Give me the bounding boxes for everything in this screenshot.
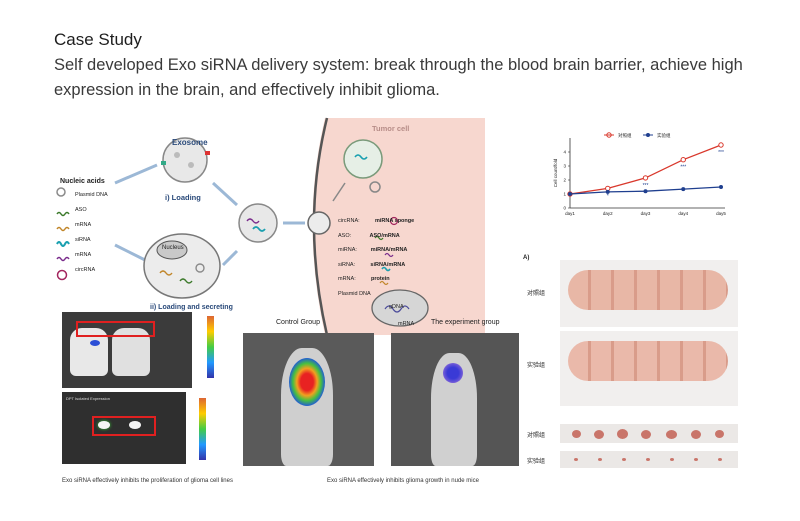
highlight-box: [76, 321, 155, 337]
legend-sirna: [56, 241, 70, 247]
color-scale-bottom: [199, 398, 206, 460]
legend-label: mRNA: [75, 252, 92, 258]
y-tick-label: 1: [563, 192, 566, 197]
legend-label: circRNA: [75, 267, 96, 273]
experiment-group-label: The experiment group: [431, 319, 500, 326]
legend-label: siRNA: [75, 237, 91, 243]
control-group-label: Control Group: [276, 319, 320, 326]
legend-label: ASO: [75, 207, 87, 213]
y-tick-label: 2: [563, 178, 566, 183]
mechanism-item: miRNA: miRNA/mRNA: [338, 247, 408, 253]
nucleus-label: Nucleus: [162, 245, 184, 251]
legend-label: 实验组: [657, 132, 671, 139]
signal-spot: [90, 340, 100, 346]
x-tick-label: day5: [716, 211, 726, 216]
legend-label: mRNA: [75, 222, 92, 228]
experiment-tumor-photo: [560, 451, 738, 468]
legend-label: 对照组: [618, 132, 632, 139]
row-label: 实验组: [527, 363, 546, 369]
mechanism-item: ASO: ASO/mRNA: [338, 232, 400, 239]
loading-secreting-label: ii) Loading and secreting: [150, 304, 233, 311]
recipient-nucleus: [371, 289, 429, 327]
legend-circrna: [56, 269, 68, 281]
cell-growth-chart: 0 1 2 3 4 day1 day2 day3 day4 day5 Cell count/fold…: [553, 132, 726, 216]
row-label: 对照组: [527, 433, 546, 439]
legend-plasmid: [56, 187, 66, 197]
nucleic-acids-title: Nucleic acids: [60, 178, 105, 185]
fusing-exosome: [307, 211, 331, 235]
experiment-mouse-image: [391, 333, 519, 466]
panel-text: DPT Isolated Expression: [66, 396, 110, 401]
mechanism-list: circRNA: miRNA sponge ASO: ASO/mRNA miRN…: [338, 214, 414, 301]
caption-right: Exo siRNA effectively inhibits glioma gr…: [327, 478, 479, 484]
x-tick-label: day3: [641, 211, 651, 216]
highlight-box: [92, 416, 156, 436]
data-point: [681, 187, 686, 192]
y-tick-label: 4: [563, 150, 566, 155]
y-tick-label: 3: [563, 164, 566, 169]
in-vitro-image-bottom: DPT Isolated Expression: [62, 392, 186, 464]
mechanism-item: mRNA: protein: [338, 276, 390, 282]
legend-list: Plasmid DNA ASO mRNA siRNA mRNA circRNA: [75, 188, 108, 278]
caption-left: Exo siRNA effectively inhibits the proli…: [62, 478, 233, 484]
mice-row: [568, 270, 728, 310]
color-scale-top: [207, 316, 214, 378]
legend-mirna: [56, 256, 70, 262]
legend-marker: [646, 133, 650, 137]
x-tick-label: day4: [678, 211, 688, 216]
arrow-1: [114, 163, 158, 185]
sample-spot: [129, 421, 141, 429]
exosome-delivery-diagram: [56, 117, 485, 335]
y-tick-label: 0: [563, 206, 566, 211]
legend-mrna: [56, 226, 70, 232]
loading-label: i) Loading: [165, 193, 201, 202]
experiment-mice-photo: [560, 331, 738, 406]
control-mouse-image: [243, 333, 374, 466]
control-tumor-photo: [560, 424, 738, 443]
mechanism-item: siRNA: siRNA/mRNA: [338, 261, 406, 268]
significance-mark: ***: [718, 150, 724, 156]
control-mice-photo: [560, 260, 738, 327]
legend-label: Plasmid DNA: [75, 192, 108, 198]
x-tick-label: day2: [603, 211, 613, 216]
mice-row: [568, 341, 728, 381]
mrna-label: mRNA: [398, 321, 415, 327]
significance-mark: *: [607, 193, 609, 199]
arrow-3: [211, 181, 239, 207]
significance-mark: ***: [680, 165, 686, 171]
mechanism-item: Plasmid DNA: [338, 290, 371, 297]
data-point: [642, 175, 649, 181]
tumor-cell-label: Tumor cell: [372, 124, 410, 133]
page-title: Case Study: [54, 30, 142, 49]
mechanism-item: circRNA: miRNA sponge: [338, 218, 415, 224]
data-point: [680, 157, 686, 163]
data-point: [568, 192, 572, 196]
tumor-signal-large: [289, 358, 325, 406]
row-label: 实验组: [527, 459, 546, 465]
row-label: 对照组: [527, 291, 546, 297]
exosome-shape: [162, 137, 208, 183]
data-point: [643, 189, 648, 194]
nucleus-shape: [156, 240, 188, 260]
gdna-label: gDNA: [389, 304, 404, 310]
sample-spot: [98, 421, 110, 429]
arrow-4: [221, 249, 239, 267]
page-subtitle: Self developed Exo siRNA delivery system…: [54, 56, 743, 99]
significance-mark: ***: [643, 183, 649, 189]
exosome-label: Exosome: [172, 138, 208, 147]
x-tick-label: day1: [565, 211, 575, 216]
data-point: [718, 142, 724, 148]
arrow-2: [114, 243, 148, 263]
in-vitro-image-top: [62, 312, 192, 388]
tumor-signal-small: [443, 363, 463, 383]
y-axis-label: Cell count/fold: [553, 158, 558, 187]
data-point: [605, 189, 610, 194]
data-point: [719, 185, 723, 189]
legend-aso: [56, 211, 70, 217]
panel-label: A): [523, 255, 530, 261]
